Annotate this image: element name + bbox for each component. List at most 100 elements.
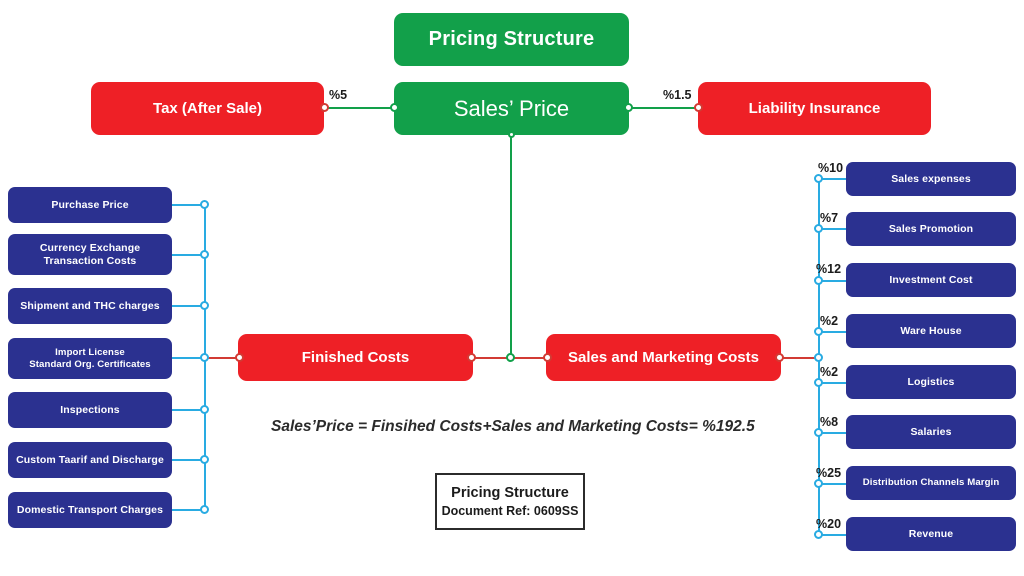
node-investment-cost[interactable]: Investment Cost <box>846 263 1016 297</box>
node-label: Pricing Structure <box>428 27 595 50</box>
connector-node-finished-left <box>235 353 244 362</box>
node-import-license-standard-org-certificates[interactable]: Import License Standard Org. Certificate… <box>8 338 172 379</box>
node-label: Inspections <box>60 403 120 416</box>
left-branch-node-6 <box>200 455 209 464</box>
node-label: Logistics <box>907 375 955 388</box>
connector-node-marketing-right <box>775 353 784 362</box>
left-branch-line-1 <box>170 204 206 206</box>
node-label: Finished Costs <box>301 348 410 366</box>
document-reference-box: Pricing Structure Document Ref: 0609SS <box>435 473 585 530</box>
right-branch-node-8 <box>814 530 823 539</box>
node-currency-exchange-transaction-costs[interactable]: Currency Exchange Transaction Costs <box>8 234 172 275</box>
right-branch-node-6 <box>814 428 823 437</box>
node-salaries[interactable]: Salaries <box>846 415 1016 449</box>
right-branch-line-8 <box>818 534 848 536</box>
right-branch-line-5 <box>818 382 848 384</box>
left-branch-node-2 <box>200 250 209 259</box>
node-distribution-channels-margin[interactable]: Distribution Channels Margin <box>846 466 1016 500</box>
connector-node-marketing-left <box>543 353 552 362</box>
connector-node-liability <box>694 103 703 112</box>
node-custom-taarif-and-discharge[interactable]: Custom Taarif and Discharge <box>8 442 172 478</box>
node-pricing-structure-title[interactable]: Pricing Structure <box>394 13 629 66</box>
node-liability-insurance[interactable]: Liability Insurance <box>698 82 931 135</box>
node-label: Investment Cost <box>889 273 973 286</box>
connector-node-center-junction <box>506 353 515 362</box>
left-branch-node-1 <box>200 200 209 209</box>
percent-label-distribution-channels-margin: %25 <box>816 466 842 480</box>
connector-left-trunk-to-finished <box>204 357 242 359</box>
right-branch-line-6 <box>818 432 848 434</box>
left-branch-line-4 <box>170 357 206 359</box>
percent-label-logistics: %2 <box>820 365 839 379</box>
right-branch-node-3 <box>814 276 823 285</box>
connector-hub-vertical <box>510 134 512 358</box>
right-branch-line-2 <box>818 228 848 230</box>
node-sales-price[interactable]: Sales’ Price <box>394 82 629 135</box>
node-label: Sales and Marketing Costs <box>568 348 759 366</box>
percent-label-sales-expenses: %10 <box>818 161 844 175</box>
node-tax-after-sale[interactable]: Tax (After Sale) <box>91 82 324 135</box>
node-sales-expenses[interactable]: Sales expenses <box>846 162 1016 196</box>
connector-node-finished-right <box>467 353 476 362</box>
node-shipment-and-thc-charges[interactable]: Shipment and THC charges <box>8 288 172 324</box>
node-finished-costs[interactable]: Finished Costs <box>238 334 473 381</box>
connector-hub-to-liability <box>628 107 700 109</box>
connector-marketing-to-right-trunk <box>778 357 820 359</box>
node-label: Custom Taarif and Discharge <box>16 453 164 466</box>
connector-node-hub-right <box>624 103 633 112</box>
right-branch-line-4 <box>818 331 848 333</box>
percent-label-investment-cost: %12 <box>816 262 842 276</box>
node-label: Shipment and THC charges <box>20 299 160 312</box>
connector-node-hub-bottom <box>508 131 515 138</box>
node-logistics[interactable]: Logistics <box>846 365 1016 399</box>
node-label: Import License Standard Org. Certificate… <box>29 347 151 370</box>
percent-label-revenue: %20 <box>816 517 842 531</box>
percent-label-tax: %5 <box>329 88 348 102</box>
document-reference: Document Ref: 0609SS <box>441 504 579 518</box>
percent-label-salaries: %8 <box>820 415 839 429</box>
node-label: Sales Promotion <box>888 222 974 235</box>
node-label: Liability Insurance <box>748 99 881 117</box>
percent-label-sales-promotion: %7 <box>820 211 839 225</box>
node-label: Salaries <box>910 425 952 438</box>
node-label: Currency Exchange Transaction Costs <box>39 242 141 267</box>
node-sales-promotion[interactable]: Sales Promotion <box>846 212 1016 246</box>
left-branch-node-5 <box>200 405 209 414</box>
left-branch-node-7 <box>200 505 209 514</box>
node-label: Distribution Channels Margin <box>862 477 1000 489</box>
node-label: Sales’ Price <box>453 95 570 121</box>
percent-label-liability: %1.5 <box>663 88 692 102</box>
left-branch-node-4 <box>200 353 209 362</box>
formula-text: Sales’Price = Finsihed Costs+Sales and M… <box>271 418 755 435</box>
connector-node-hub-left <box>390 103 399 112</box>
connector-node-tax <box>320 103 329 112</box>
node-label: Revenue <box>908 527 954 540</box>
right-branch-node-7 <box>814 479 823 488</box>
right-branch-node-2 <box>814 224 823 233</box>
left-branch-line-7 <box>170 509 206 511</box>
node-label: Tax (After Sale) <box>153 99 262 117</box>
left-branch-node-3 <box>200 301 209 310</box>
node-inspections[interactable]: Inspections <box>8 392 172 428</box>
node-label: Domestic Transport Charges <box>16 503 164 516</box>
node-label: Ware House <box>900 324 962 337</box>
right-branch-node-1 <box>814 174 823 183</box>
node-label: Sales expenses <box>891 172 971 185</box>
right-branch-line-7 <box>818 483 848 485</box>
right-branch-line-1 <box>818 178 848 180</box>
node-label: Purchase Price <box>51 198 129 211</box>
left-branch-line-2 <box>170 254 206 256</box>
connector-center-to-marketing <box>510 357 550 359</box>
node-purchase-price[interactable]: Purchase Price <box>8 187 172 223</box>
connector-finished-to-center <box>470 357 512 359</box>
node-domestic-transport-charges[interactable]: Domestic Transport Charges <box>8 492 172 528</box>
node-revenue[interactable]: Revenue <box>846 517 1016 551</box>
right-trunk-node-center <box>814 353 823 362</box>
right-branch-line-3 <box>818 280 848 282</box>
node-ware-house[interactable]: Ware House <box>846 314 1016 348</box>
right-branch-node-5 <box>814 378 823 387</box>
right-branch-node-4 <box>814 327 823 336</box>
connector-tax-to-hub <box>324 107 396 109</box>
node-sales-and-marketing-costs[interactable]: Sales and Marketing Costs <box>546 334 781 381</box>
